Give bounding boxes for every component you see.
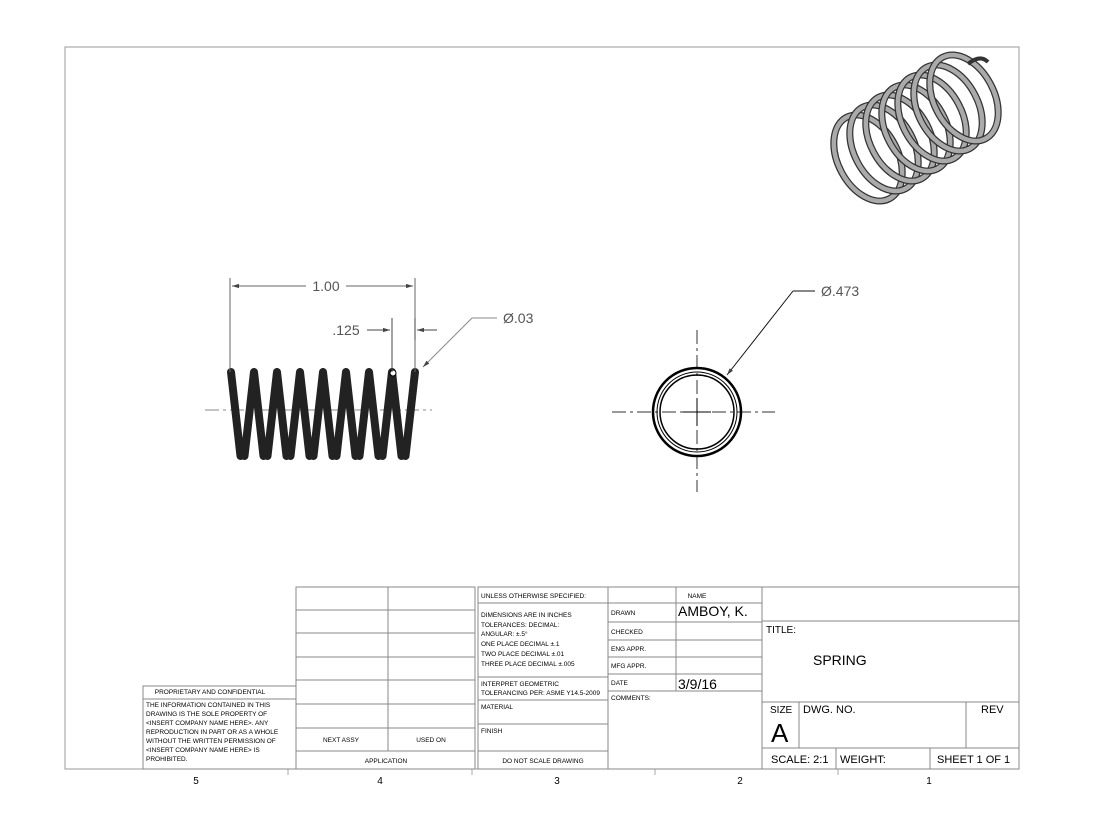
comments-label: COMMENTS:	[611, 695, 651, 702]
iso-coil-end	[966, 56, 990, 66]
iso-coil	[911, 62, 985, 154]
date-value: 3/9/16	[678, 676, 717, 692]
wire-diameter-leader	[422, 317, 497, 368]
material-label: MATERIAL	[481, 704, 513, 711]
wire-section	[389, 369, 397, 377]
pitch-dimension-text: .125	[332, 322, 359, 338]
zone-label: 4	[377, 776, 383, 787]
proprietary-line: REPRODUCTION IN PART OR AS A WHOLE	[146, 729, 279, 736]
dwg-no-label: DWG. NO.	[803, 704, 856, 716]
proprietary-line: <INSERT COMPANY NAME HERE>. ANY	[146, 720, 269, 727]
rev-label: REV	[981, 704, 1004, 716]
do-not-scale-label: DO NOT SCALE DRAWING	[502, 758, 583, 765]
zone-label: 2	[737, 776, 743, 787]
name-header: NAME	[688, 593, 707, 600]
mfg-appr-label: MFG APPR.	[611, 663, 647, 670]
sheet-label: SHEET 1 OF 1	[937, 754, 1010, 766]
tolerance-line: TWO PLACE DECIMAL ±.01	[481, 651, 565, 658]
spring-isometric-view	[830, 51, 1002, 205]
next-assy-label: NEXT ASSY	[323, 737, 360, 744]
length-dimension	[229, 278, 416, 372]
wire-diameter-text: Ø.03	[503, 310, 534, 326]
tolerance-line: DIMENSIONS ARE IN INCHES	[481, 612, 572, 619]
proprietary-line: DRAWING IS THE SOLE PROPERTY OF	[146, 711, 267, 718]
tolerance-line: TOLERANCES: DECIMAL:	[481, 622, 559, 629]
zone-label: 1	[926, 776, 932, 787]
pitch-dimension	[367, 318, 437, 372]
outer-diameter-text: Ø.473	[821, 283, 859, 299]
zone-label: 3	[554, 776, 560, 787]
zone-markers	[287, 769, 839, 775]
zone-label: 5	[193, 776, 199, 787]
tolerance-line: THREE PLACE DECIMAL ±.005	[481, 661, 575, 668]
proprietary-line: THE INFORMATION CONTAINED IN THIS	[146, 702, 271, 709]
drawn-label: DRAWN	[611, 610, 636, 617]
weight-label: WEIGHT:	[840, 754, 886, 766]
finish-label: FINISH	[481, 728, 503, 735]
title-label: TITLE:	[766, 625, 796, 636]
spring-front-view	[205, 368, 432, 460]
iso-coil	[927, 52, 1001, 144]
length-dimension-text: 1.00	[312, 278, 339, 294]
proprietary-heading: PROPRIETARY AND CONFIDENTIAL	[155, 689, 266, 696]
proprietary-line: <INSERT COMPANY NAME HERE> IS	[146, 747, 260, 754]
coil-strokes	[227, 368, 419, 460]
tolerance-line: ONE PLACE DECIMAL ±.1	[481, 641, 560, 648]
scale-label: SCALE: 2:1	[771, 754, 828, 766]
size-label: SIZE	[770, 705, 793, 716]
iso-coil	[895, 72, 969, 164]
proprietary-line: PROHIBITED.	[146, 756, 188, 763]
title-block-lines	[142, 586, 1020, 770]
interpret-line-2: TOLERANCING PER: ASME Y14.5-2009	[481, 690, 600, 697]
checked-label: CHECKED	[611, 629, 643, 636]
unless-specified: UNLESS OTHERWISE SPECIFIED:	[481, 593, 586, 600]
date-label: DATE	[611, 680, 629, 687]
size-value: A	[771, 718, 789, 748]
application-label: APPLICATION	[365, 758, 408, 765]
interpret-line-1: INTERPRET GEOMETRIC	[481, 681, 559, 688]
spring-coils	[227, 368, 419, 460]
eng-appr-label: ENG APPR.	[611, 646, 646, 653]
title-value: SPRING	[813, 652, 867, 668]
used-on-label: USED ON	[416, 737, 446, 744]
drawn-name: AMBOY, K.	[678, 603, 748, 619]
proprietary-line: WITHOUT THE WRITTEN PERMISSION OF	[146, 738, 276, 745]
spring-end-view	[612, 330, 775, 492]
outer-diameter-leader	[726, 290, 815, 376]
tolerance-line: ANGULAR: ±.5°	[481, 630, 528, 638]
